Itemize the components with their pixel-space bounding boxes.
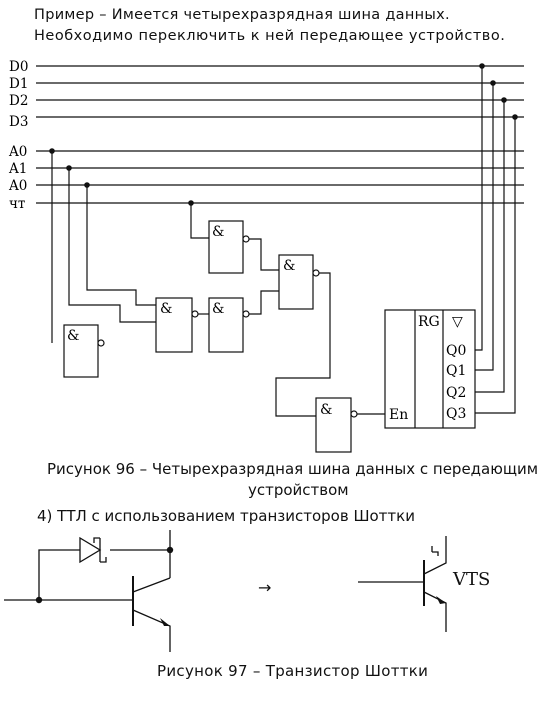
bus-label-d1: D1 — [9, 76, 28, 92]
intro-line-1: Пример – Имеется четырехразрядная шина д… — [34, 7, 450, 23]
gate-symbol: & — [320, 402, 332, 418]
register-rg — [384, 309, 476, 429]
gate-symbol: & — [212, 224, 224, 240]
figure-96-caption-line-2: устройством — [248, 481, 349, 499]
inverter-3 — [208, 220, 244, 274]
vts-label: VTS — [452, 569, 490, 590]
bus-label-read: чт — [9, 196, 25, 212]
register-output-q0: Q0 — [446, 343, 466, 359]
bus-label-a0-second: A0 — [8, 178, 27, 194]
register-clock-mark: ▽ — [452, 314, 463, 330]
figure-97-caption: Рисунок 97 – Транзистор Шоттки — [157, 662, 429, 680]
and-gate-3 — [315, 397, 352, 453]
bus-label-d0: D0 — [9, 59, 28, 75]
gate-symbol: & — [160, 301, 172, 317]
intro-line-2: Необходимо переключить к ней передающее … — [34, 28, 506, 44]
figure-96-circuit: D0 D1 D2 D3 A0 A1 A0 чт & & & & & & RG ▽… — [8, 59, 524, 453]
figure-96-caption-line-1: Рисунок 96 – Четырехразрядная шина данны… — [47, 460, 539, 478]
gate-symbol: & — [67, 328, 79, 344]
and-gate-1 — [155, 297, 193, 353]
transformation-arrow: → — [258, 578, 271, 597]
bus-label-a0: A0 — [8, 144, 27, 160]
register-output-q3: Q3 — [446, 406, 466, 422]
register-title: RG — [418, 314, 440, 330]
bus-label-a1: A1 — [8, 161, 27, 177]
bus-label-d2: D2 — [9, 93, 28, 109]
inverter-a0 — [63, 324, 99, 378]
gate-symbol: & — [212, 301, 224, 317]
register-enable-label: En — [389, 407, 408, 423]
register-output-q1: Q1 — [446, 363, 466, 379]
inverter-2 — [208, 297, 244, 353]
register-output-q2: Q2 — [446, 385, 466, 401]
bus-label-d3: D3 — [9, 114, 28, 130]
and-gate-2 — [278, 254, 314, 310]
section-item-4: 4) ТТЛ с использованием транзисторов Шот… — [37, 507, 415, 525]
gate-symbol: & — [283, 258, 295, 274]
